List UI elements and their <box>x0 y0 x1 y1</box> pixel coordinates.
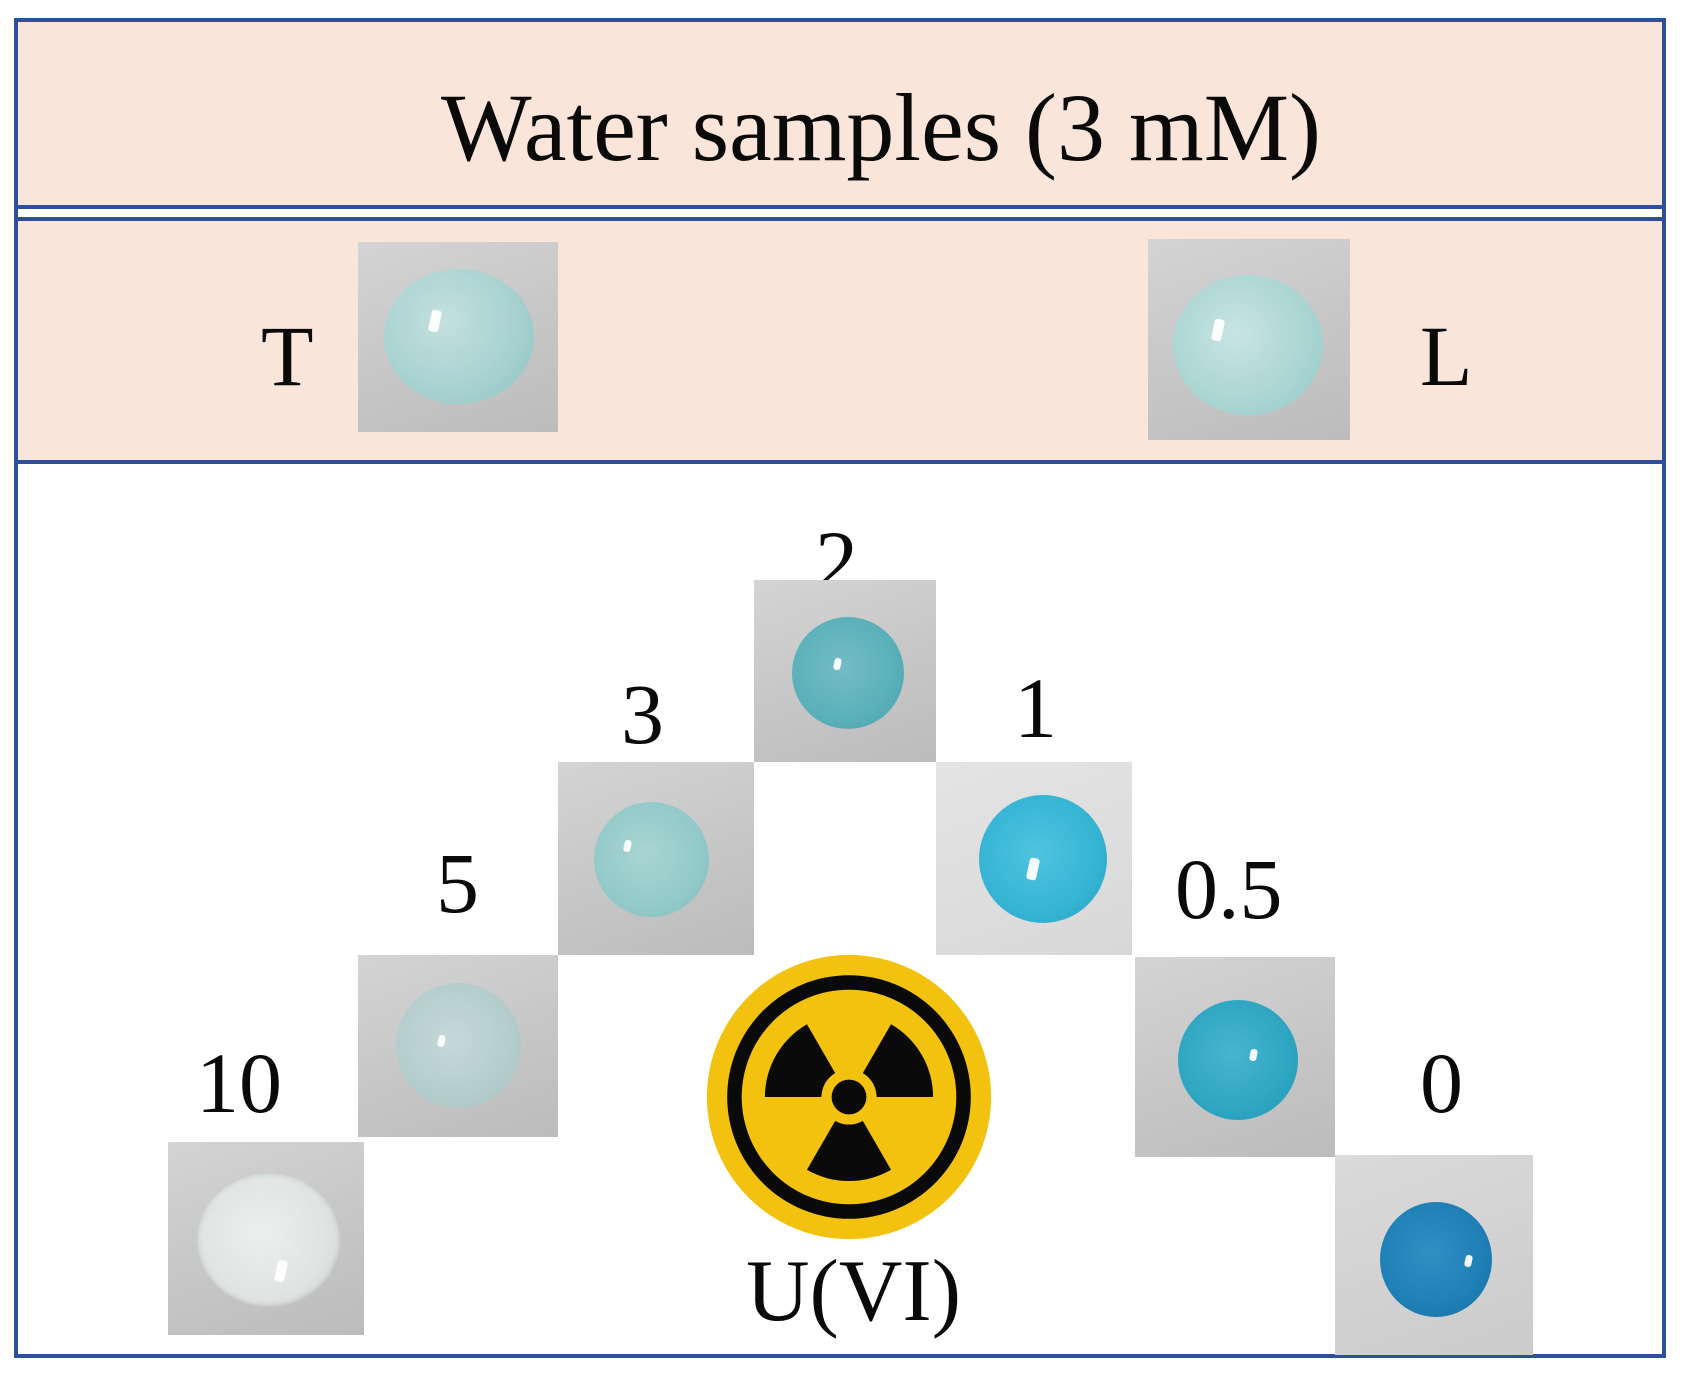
radiation-hazard-icon <box>706 954 992 1240</box>
sample-photo-l <box>1148 239 1350 440</box>
droplet <box>1173 275 1323 415</box>
droplet-photo-10 <box>168 1142 364 1335</box>
concentration-label-1: 1 <box>1014 660 1057 756</box>
hazard-center-dot <box>831 1079 867 1115</box>
droplet-photo-1 <box>936 762 1132 955</box>
droplet <box>196 1172 341 1307</box>
droplet <box>594 802 709 917</box>
droplet <box>1380 1202 1492 1317</box>
concentration-label-5: 5 <box>436 835 479 931</box>
divider-line <box>18 217 1662 221</box>
concentration-label-3: 3 <box>621 666 664 762</box>
droplet <box>396 983 521 1108</box>
droplet-photo-3 <box>558 762 754 955</box>
water-samples-row <box>18 221 1662 464</box>
concentration-label-0: 0 <box>1420 1035 1463 1131</box>
droplet <box>1178 1000 1298 1120</box>
sample-photo-t <box>358 242 558 432</box>
hazard-trefoil <box>764 1024 934 1182</box>
header-band <box>18 22 1662 209</box>
droplet <box>384 269 534 404</box>
droplet-photo-5 <box>358 955 558 1137</box>
concentration-label-10: 10 <box>196 1035 282 1131</box>
droplet-photo-2 <box>754 580 936 762</box>
droplet <box>979 795 1107 923</box>
sample-label-l: L <box>1420 308 1473 404</box>
concentration-label-0-5: 0.5 <box>1175 841 1283 937</box>
figure-title: Water samples (3 mM) <box>440 74 1322 181</box>
sample-label-t: T <box>261 308 314 404</box>
droplet-photo-0-5 <box>1135 957 1335 1157</box>
analyte-label: U(VI) <box>746 1243 962 1340</box>
droplet <box>792 617 904 729</box>
droplet-photo-0 <box>1335 1155 1533 1355</box>
